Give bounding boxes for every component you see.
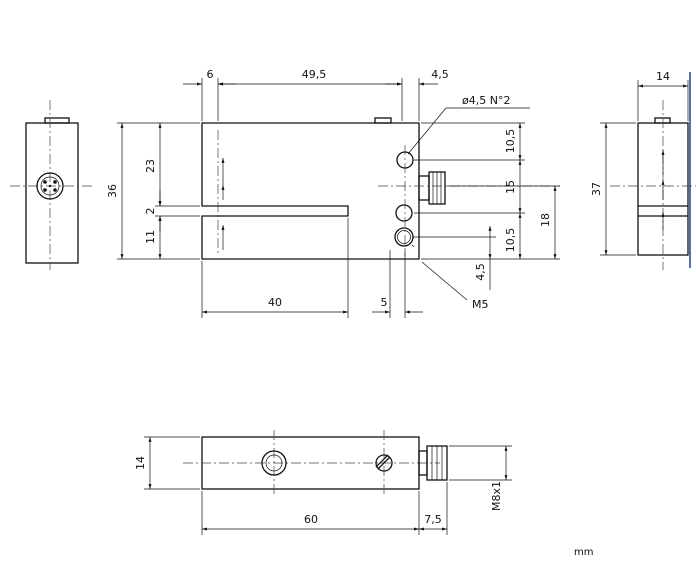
- dim-connector-thread: M8x1: [490, 481, 503, 511]
- mounting-hole-lower-icon: [395, 204, 413, 222]
- left-end-view: [10, 100, 95, 270]
- bottom-view: 14 60 7,5 M8x1: [134, 430, 512, 535]
- dim-right-offset: 18: [539, 213, 552, 227]
- dim-slot-depth: 40: [268, 296, 282, 309]
- dim-side-height: 37: [590, 182, 603, 196]
- dim-thread-note: M5: [472, 298, 489, 311]
- set-screw-icon: [375, 454, 393, 472]
- m5-thread-hole-icon: [394, 227, 414, 247]
- m8-connector-face-icon: [36, 172, 64, 200]
- dim-right-bottom: 4,5: [474, 263, 487, 281]
- m8-connector-icon: [418, 171, 446, 205]
- dim-top-width: 49,5: [302, 68, 327, 81]
- through-hole-icon: [261, 450, 287, 476]
- dim-upper-arm: 23: [144, 159, 157, 173]
- dim-top-right: 4,5: [431, 68, 449, 81]
- m8-connector-bottom-icon: [418, 445, 448, 481]
- dim-right-lower: 10,5: [504, 228, 517, 253]
- dim-right-middle: 15: [504, 180, 517, 194]
- dim-bottom-length: 60: [304, 513, 318, 526]
- dim-side-width: 14: [656, 70, 670, 83]
- dim-lower-arm: 11: [144, 230, 157, 244]
- right-side-view: 14 37: [590, 70, 696, 270]
- dim-connector-length: 7,5: [424, 513, 442, 526]
- dim-right-upper: 10,5: [504, 129, 517, 154]
- dim-hole-to-edge: 5: [381, 296, 388, 309]
- dim-slot-width: 2: [144, 208, 157, 215]
- dim-bottom-height: 14: [134, 456, 147, 470]
- front-dimensions: 6 49,5 4,5 ø4,5 N°2 36 23 2 11 40 5: [106, 68, 560, 318]
- unit-label: mm: [574, 547, 593, 558]
- dim-hole-note: ø4,5 N°2: [462, 94, 510, 107]
- dim-height-total: 36: [106, 184, 119, 198]
- dim-top-left-gap: 6: [207, 68, 214, 81]
